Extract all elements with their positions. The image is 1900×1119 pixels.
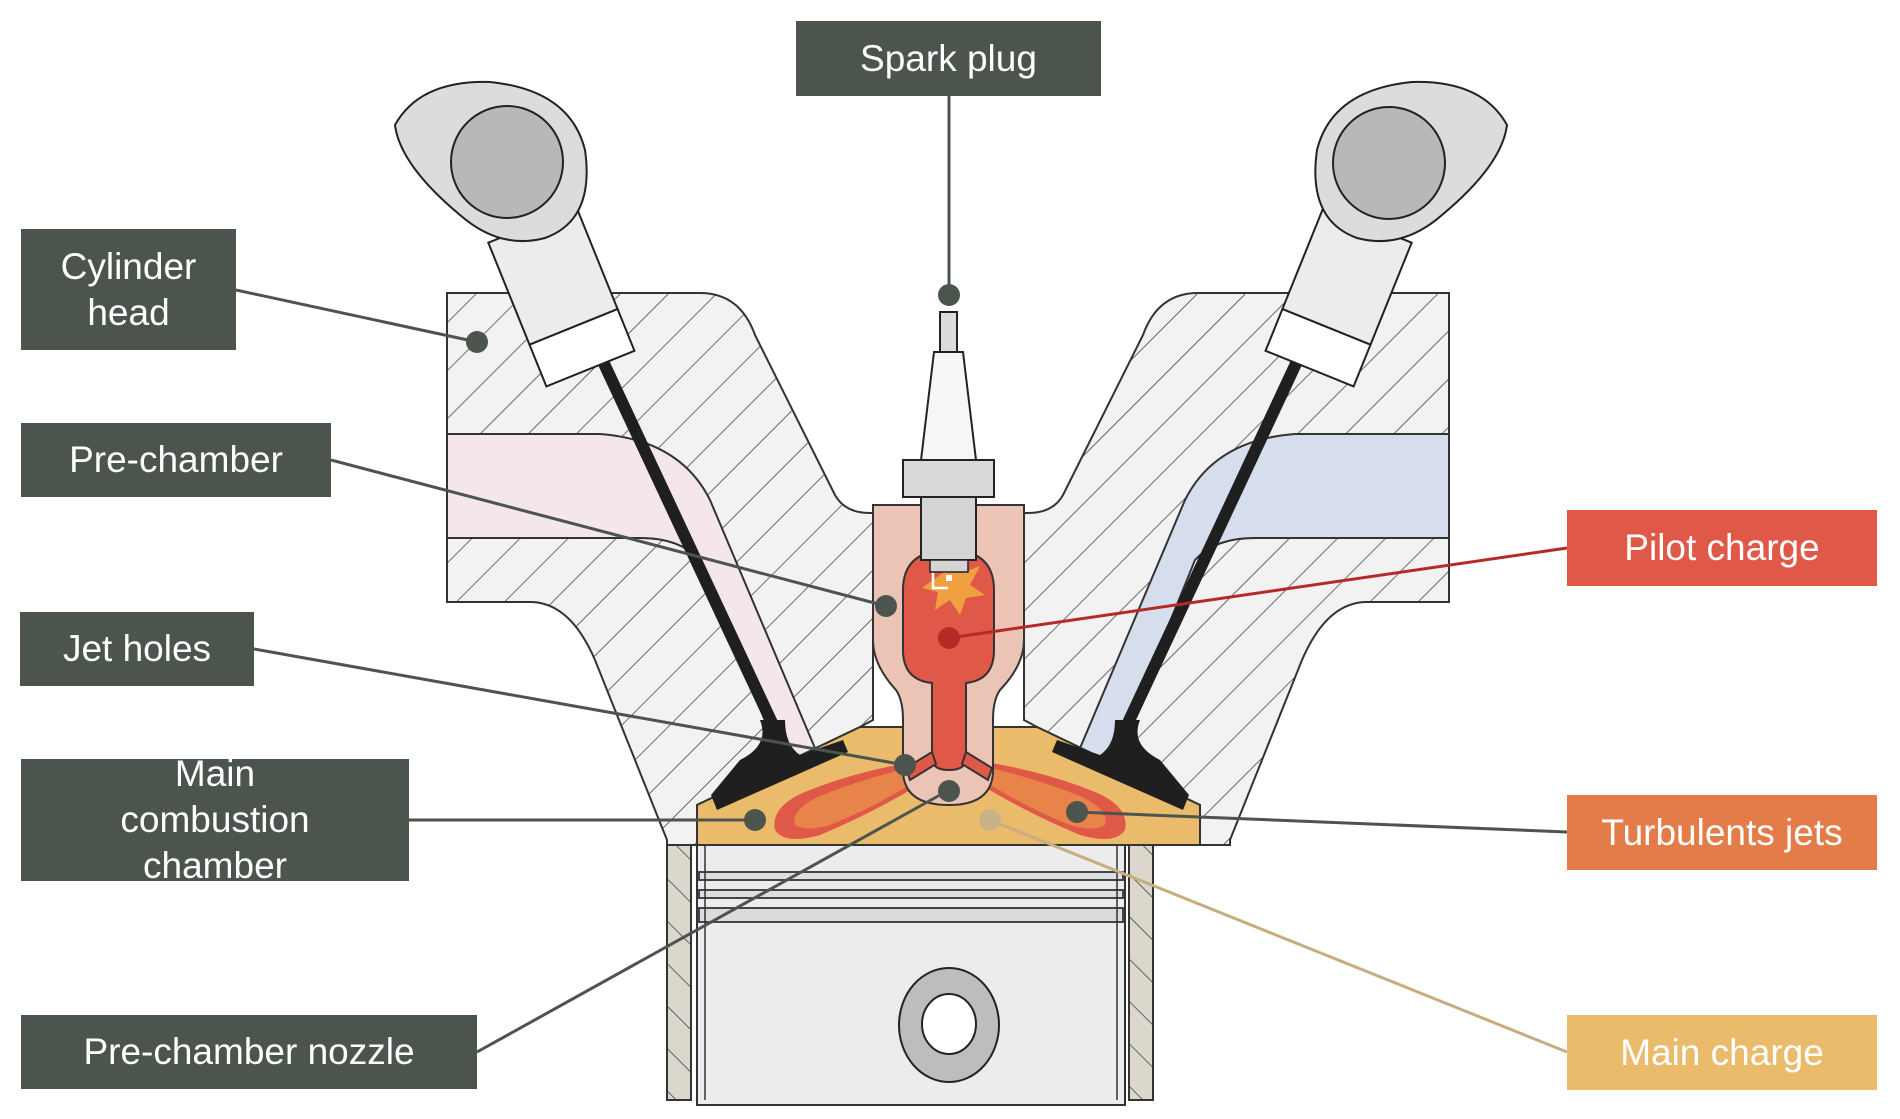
dot-main-combustion-chamber	[744, 809, 766, 831]
label-cylinder-head: Cylinder head	[21, 229, 236, 350]
label-jet-holes: Jet holes	[20, 612, 254, 686]
exhaust-camshaft	[1314, 80, 1509, 242]
spark-plug	[902, 311, 995, 590]
dot-cylinder-head	[466, 331, 488, 353]
leader-pre-chamber	[330, 458, 887, 608]
dot-pre-chamber	[875, 595, 897, 617]
dot-turbulent-jets	[1066, 801, 1088, 823]
label-turbulent-jets: Turbulents jets	[1567, 795, 1877, 870]
label-pre-chamber: Pre-chamber	[21, 423, 331, 497]
cylinder-wall-right	[1128, 844, 1154, 1101]
label-pre-chamber-nozzle: Pre-chamber nozzle	[21, 1015, 477, 1089]
cylinder-wall-left	[666, 844, 692, 1101]
dot-pre-chamber-nozzle	[938, 780, 960, 802]
label-main-combustion-chamber: Main combustion chamber	[21, 753, 409, 886]
dot-spark-plug	[938, 284, 960, 306]
label-pilot-charge: Pilot charge	[1567, 510, 1877, 586]
intake-valve	[594, 352, 848, 810]
spark-glow-icon	[922, 565, 985, 615]
dot-pilot-charge	[938, 627, 960, 649]
dot-jet-holes	[894, 754, 916, 776]
leader-cylinder-head	[235, 288, 478, 344]
label-main-charge: Main charge	[1567, 1015, 1877, 1090]
intake-camshaft	[393, 80, 588, 242]
dot-main-charge	[979, 809, 1001, 831]
jet-hole-right	[960, 750, 994, 782]
leader-pilot-charge	[948, 546, 1568, 640]
leader-jet-holes	[253, 647, 906, 767]
label-spark-plug: Spark plug	[796, 21, 1101, 96]
leader-turbulent-jets	[1076, 810, 1568, 834]
leader-main-charge	[989, 818, 1568, 1054]
exhaust-valve	[1052, 352, 1306, 810]
piston	[696, 844, 1126, 1106]
leader-pre-chamber-nozzle	[476, 788, 950, 1054]
